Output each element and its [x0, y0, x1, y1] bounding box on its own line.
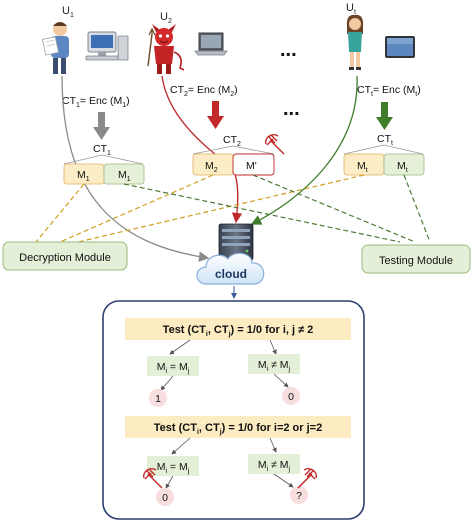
svg-text:Mt: Mt — [357, 160, 368, 174]
test-block-1: Test (CTi, CTj) = 1/0 for i, j ≠ 2 Mi = … — [125, 318, 351, 407]
test-2-result-right — [290, 486, 308, 504]
svg-text:1: 1 — [155, 393, 161, 405]
svg-text:Mi = Mj: Mi = Mj — [157, 461, 190, 475]
user1-to-cloud-line — [61, 75, 210, 262]
test-2-result-left — [156, 488, 174, 506]
svg-text:M2: M2 — [205, 160, 218, 174]
laptop-icon — [194, 32, 228, 56]
svg-text:Mi ≠ Mj: Mi ≠ Mj — [258, 459, 291, 473]
devil-attacker-icon — [147, 24, 185, 74]
encryption-label-2: CT2= Enc (M2) — [170, 84, 238, 98]
test-1-title-bg — [125, 318, 351, 340]
decryption-module: Decryption Module — [2, 241, 128, 271]
svg-text:?: ? — [296, 490, 302, 502]
test-2-title-bg — [125, 416, 351, 438]
usert-label: Ut — [346, 2, 356, 16]
usert-to-cloud-line — [250, 75, 358, 225]
testing-module-label: Testing Module — [379, 255, 453, 267]
user2-to-cloud-line — [161, 75, 243, 224]
svg-text:Mt: Mt — [397, 160, 408, 174]
ciphertext-1: CT1 M1 M1 — [63, 143, 145, 185]
ciphertext-t: CTt Mt Mt — [343, 133, 425, 176]
encryption-ellipsis: ... — [283, 98, 300, 120]
svg-text:0: 0 — [288, 391, 294, 403]
testing-dashed-lines — [123, 174, 431, 243]
svg-text:M1: M1 — [118, 169, 131, 183]
test-1-notequal-node — [248, 354, 300, 374]
testing-module: Testing Module — [361, 244, 471, 274]
test-block-2: Test (CTi, CTj) = 1/0 for i=2 or j=2 Mi … — [125, 416, 351, 506]
ciphertext-2-label: CT2 — [223, 134, 241, 148]
user2-label: U2 — [160, 11, 172, 25]
encryption-label-t: CTt= Enc (Mt) — [357, 84, 421, 98]
encryption-label-1: CT1= Enc (M1) — [62, 95, 130, 109]
svg-text:Mi ≠ Mj: Mi ≠ Mj — [258, 359, 291, 373]
svg-text:M': M' — [246, 160, 257, 172]
test-2-notequal-node — [248, 454, 300, 474]
ciphertext-2: CT2 M2 M' — [192, 134, 285, 176]
woman-user-icon — [346, 14, 364, 70]
computer-icon — [85, 31, 129, 61]
tablet-icon — [385, 36, 415, 58]
test-2-title: Test (CTi, CTj) = 1/0 for i=2 or j=2 — [154, 422, 322, 436]
svg-text:0: 0 — [162, 492, 168, 504]
encrypt-arrow-2 — [207, 101, 224, 129]
encrypt-arrow-t — [376, 102, 393, 130]
svg-text:M1: M1 — [77, 169, 90, 183]
user1-label: U1 — [62, 5, 74, 19]
test-1-equal-node — [147, 356, 199, 376]
svg-text:Mi = Mj: Mi = Mj — [157, 361, 190, 375]
ciphertext-1-label: CT1 — [93, 143, 111, 157]
test-1-result-left — [149, 389, 167, 407]
test-2-equal-node — [147, 456, 199, 476]
cloud-label: cloud — [215, 267, 247, 281]
test-1-title: Test (CTi, CTj) = 1/0 for i, j ≠ 2 — [163, 324, 314, 338]
decryption-module-label: Decryption Module — [19, 252, 111, 264]
cloud-icon: cloud — [196, 252, 265, 285]
ciphertext-t-label: CTt — [377, 133, 393, 147]
pitchfork-icon — [264, 134, 285, 155]
encrypt-arrow-1 — [93, 112, 110, 140]
decryption-dashed-lines — [35, 174, 365, 243]
users-ellipsis: ... — [280, 39, 297, 61]
test-1-result-right — [282, 387, 300, 405]
user-with-document-icon — [41, 22, 69, 74]
